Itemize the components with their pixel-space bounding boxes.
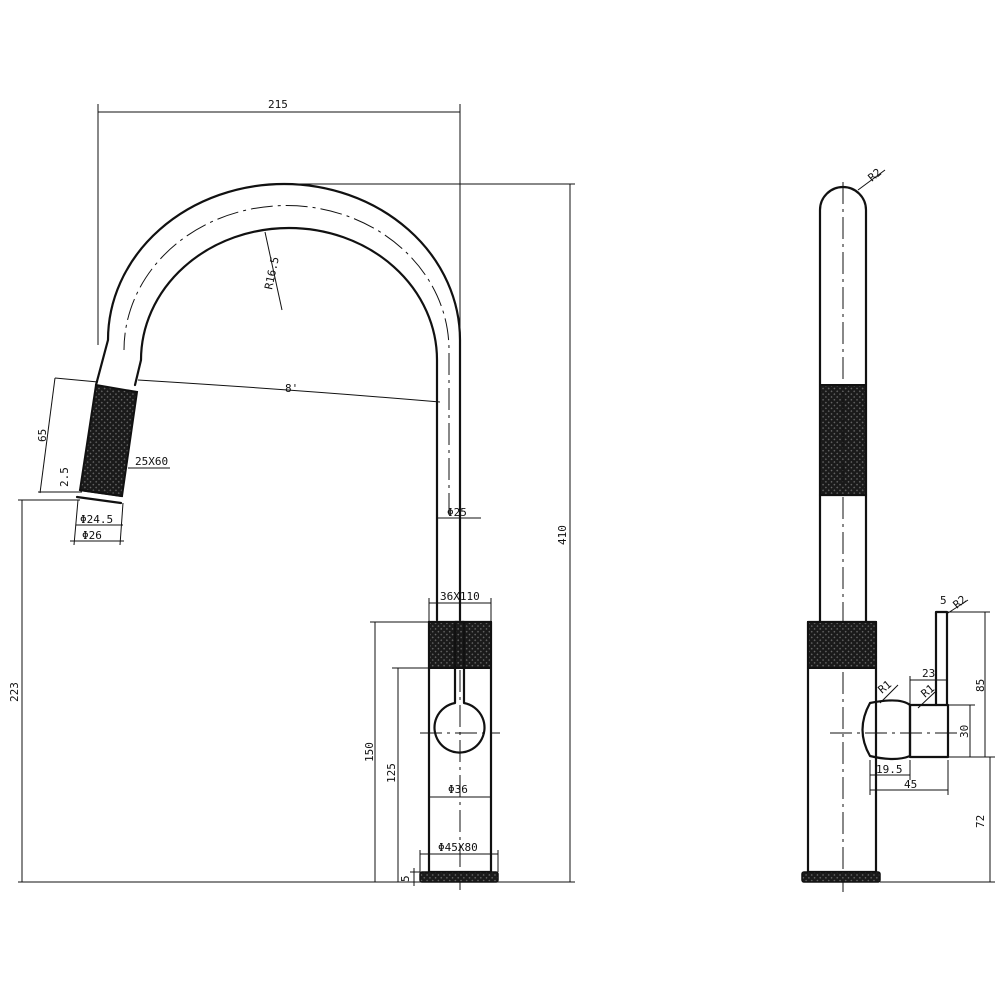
side-lever-handle (934, 610, 949, 707)
dim-phi25: Φ25 (447, 506, 467, 519)
dim-5-lever: 5 (940, 594, 947, 607)
side-lever-block (908, 703, 950, 759)
dim-36x110: 36X110 (440, 590, 480, 603)
dim-45: 45 (904, 778, 917, 791)
dim-223: 223 (8, 682, 21, 702)
base-knurl (419, 871, 499, 883)
front-dimension-lines (18, 104, 575, 886)
front-lever (433, 620, 486, 754)
dim-410: 410 (556, 525, 569, 545)
dim-r16-5: R16.5 (262, 256, 282, 291)
dim-72: 72 (974, 815, 987, 828)
dim-85: 85 (974, 679, 987, 692)
side-body-knurl (807, 621, 877, 669)
dim-125: 125 (385, 763, 398, 783)
dim-5-base: 5 (399, 875, 412, 882)
dim-phi26: Φ26 (82, 529, 102, 542)
dim-r2-lever: R2 (951, 593, 970, 611)
dim-23: 23 (922, 667, 935, 680)
side-base-knurl (801, 871, 881, 883)
dim-r2-top: R2 (866, 166, 885, 184)
dim-65: 65 (36, 429, 49, 442)
side-lever-hub (861, 699, 912, 761)
spout-inner-edge (133, 226, 439, 517)
front-view (18, 182, 575, 890)
dim-19-5: 19.5 (876, 763, 903, 776)
dim-phi24-5: Φ24.5 (80, 513, 113, 526)
dim-r1-b: R1 (919, 682, 938, 700)
dim-r1-a: R1 (876, 678, 895, 696)
dim-phi36: Φ36 (448, 783, 468, 796)
side-view (801, 182, 960, 892)
dim-30: 30 (958, 725, 971, 738)
dim-2-5: 2.5 (58, 467, 71, 487)
dim-215: 215 (268, 98, 288, 111)
dim-150: 150 (363, 742, 376, 762)
spout-centerline (123, 205, 450, 515)
dim-8-deg: 8' (285, 382, 298, 395)
dim-25x60: 25X60 (135, 455, 168, 468)
spout-outer-edge (94, 182, 462, 517)
dim-phi45x80: Φ45X80 (438, 841, 478, 854)
side-dimension-lines (857, 169, 995, 883)
spout-knurl (75, 383, 139, 505)
